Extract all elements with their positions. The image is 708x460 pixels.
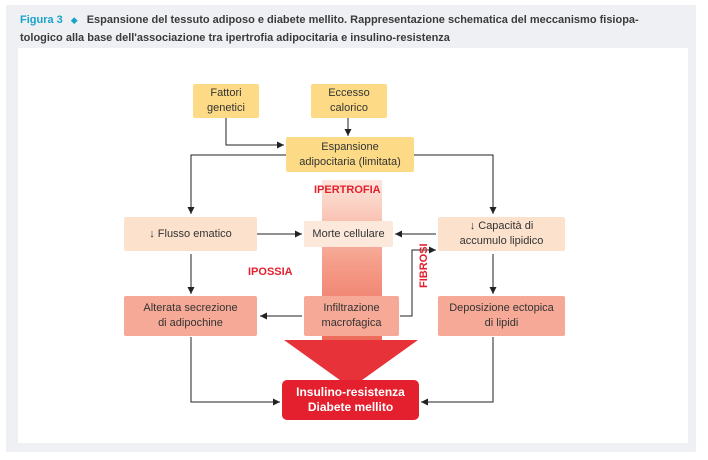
diamond-icon: ◆ [70, 15, 78, 25]
node-flusso-ematico: ↓ Flusso ematico [124, 217, 257, 251]
label-fibrosi: FIBROSI [418, 243, 430, 288]
label-ipertrofia: IPERTROFIA [314, 184, 381, 196]
hypertrophy-arrowhead [284, 340, 418, 388]
arrow-down-icon: ↓ [469, 220, 476, 232]
caption-line-2: tologico alla base dell'associazione tra… [20, 32, 450, 44]
figure-caption: Figura 3 ◆ Espansione del tessuto adiposo … [20, 11, 690, 47]
label-ipossia: IPOSSIA [248, 266, 293, 278]
arrow-down-icon: ↓ [149, 227, 155, 240]
caption-line-1: Espansione del tessuto adiposo e diabete… [86, 14, 639, 26]
node-morte-cellulare: Morte cellulare [304, 221, 393, 247]
figure-label: Figura 3 [20, 14, 63, 26]
